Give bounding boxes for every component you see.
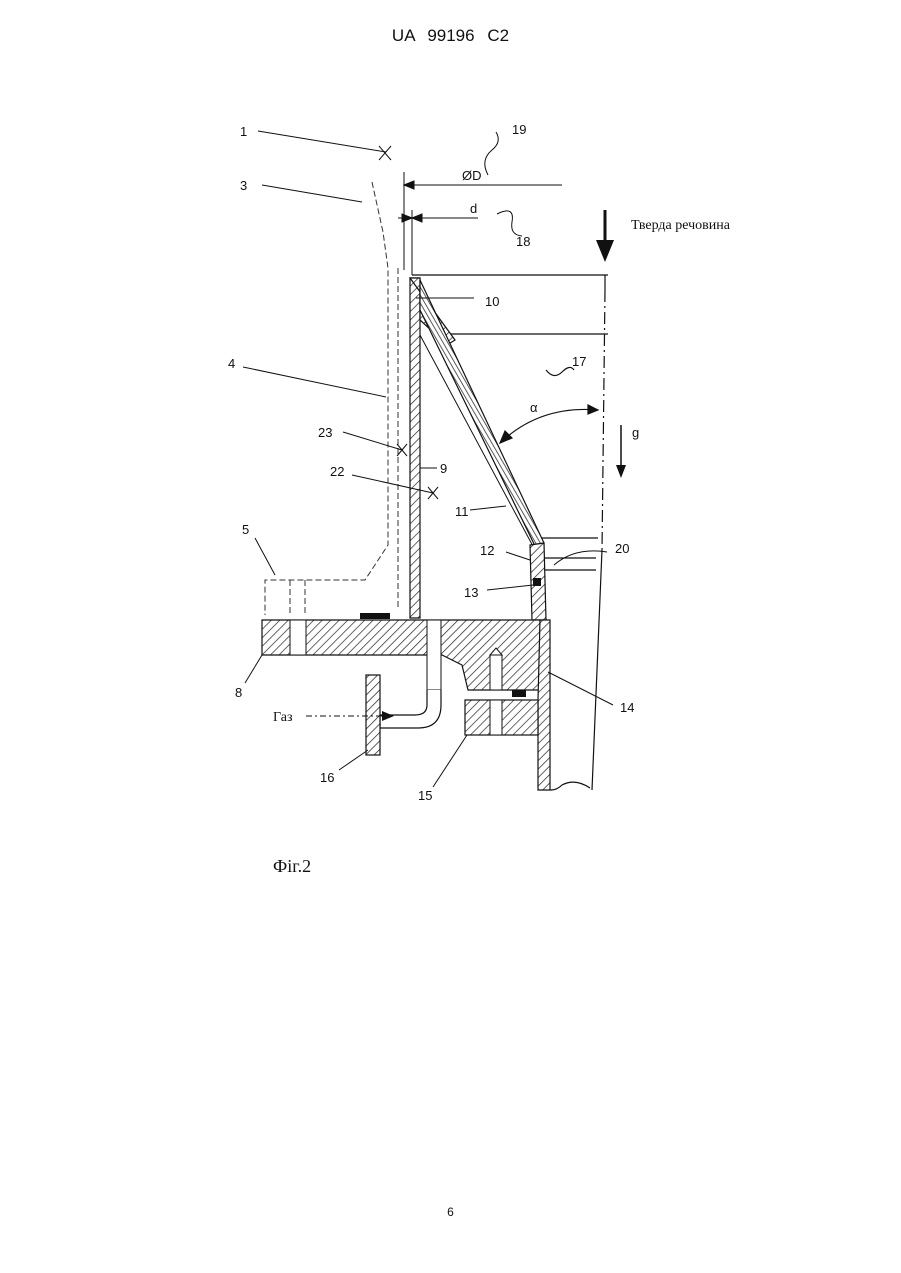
label-15: 15 — [418, 788, 432, 803]
wall-9 — [410, 278, 420, 618]
vessel-outline — [265, 182, 398, 615]
label-23: 23 — [318, 425, 332, 440]
solid-arrow — [596, 210, 614, 262]
seal-13 — [533, 578, 541, 586]
dimension-d — [398, 210, 522, 275]
label-12: 12 — [480, 543, 494, 558]
label-1: 1 — [240, 124, 247, 139]
label-18: 18 — [516, 234, 530, 249]
label-5: 5 — [242, 522, 249, 537]
label-20: 20 — [615, 541, 629, 556]
label-8: 8 — [235, 685, 242, 700]
solid-material-label: Тверда речовина — [631, 218, 731, 233]
label-22: 22 — [330, 464, 344, 479]
label-19: 19 — [512, 122, 526, 137]
pipe-14 — [538, 620, 550, 790]
figure-caption: Фіг.2 — [273, 856, 311, 877]
dimension-D — [404, 132, 562, 270]
cone-11 — [420, 280, 544, 548]
gas-label: Газ — [273, 710, 293, 725]
label-11: 11 — [455, 504, 469, 519]
label-14: 14 — [620, 700, 634, 715]
page-number: 6 — [0, 1205, 901, 1219]
angle-arc — [500, 367, 598, 443]
dimension-d-label: d — [470, 201, 477, 216]
gas-elbow — [380, 690, 441, 728]
flange-15 — [465, 700, 538, 735]
label-16: 16 — [320, 770, 334, 785]
valve-16 — [366, 675, 380, 755]
angle-alpha-label: α — [530, 400, 538, 415]
label-9: 9 — [440, 461, 447, 476]
label-4: 4 — [228, 356, 235, 371]
label-13: 13 — [464, 585, 478, 600]
label-3: 3 — [240, 178, 247, 193]
dimension-D-label: ØD — [462, 168, 482, 183]
gravity-label: g — [632, 425, 639, 440]
label-10: 10 — [485, 294, 499, 309]
gravity-arrow — [616, 425, 626, 478]
base-plate-8 — [262, 613, 540, 690]
label-17: 17 — [572, 354, 586, 369]
